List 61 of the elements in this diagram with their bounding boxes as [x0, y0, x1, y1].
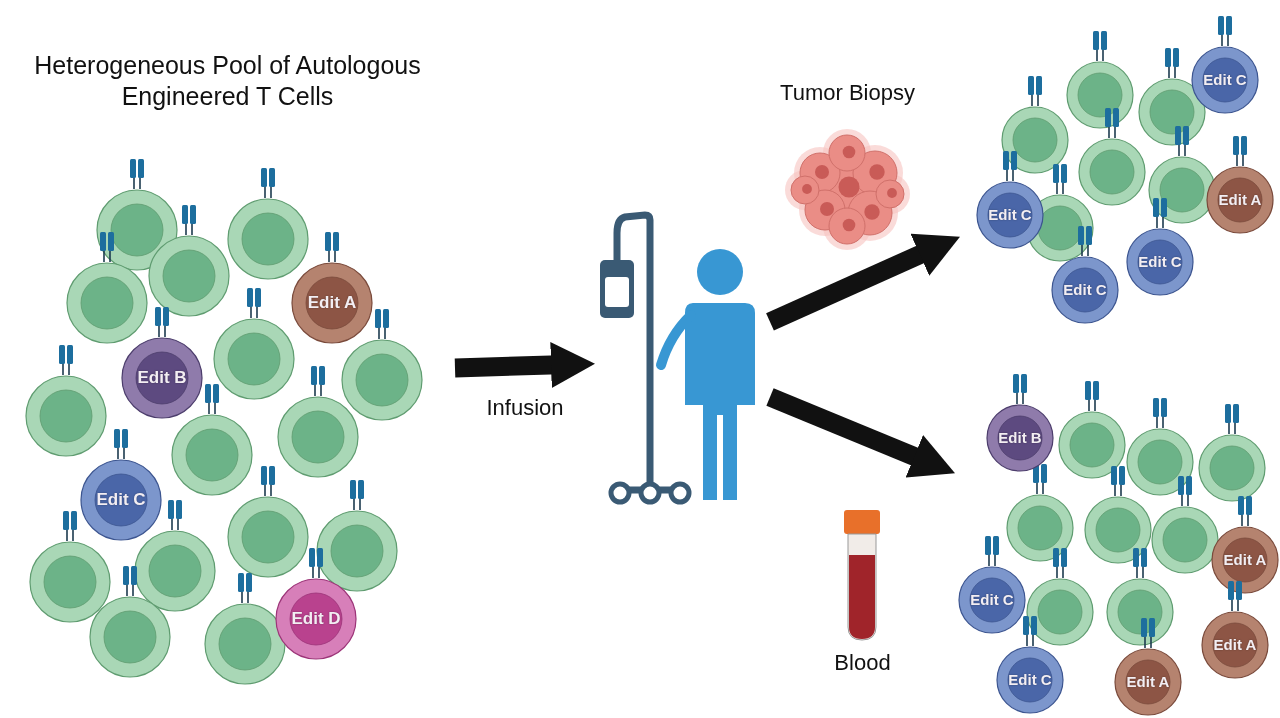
- arrow: [766, 388, 955, 478]
- cell-label: Edit C: [1202, 70, 1248, 90]
- cell-label: Edit A: [1125, 672, 1171, 692]
- cell-label: Edit B: [136, 368, 188, 388]
- t-cell: [227, 168, 309, 280]
- t-cell: [171, 384, 253, 496]
- cell-label: Edit A: [1212, 635, 1258, 655]
- t-cell: [213, 288, 295, 400]
- t-cell: [277, 366, 359, 478]
- t-cell: [341, 309, 423, 421]
- t-cell: [227, 466, 309, 578]
- t-cell: [1211, 496, 1279, 594]
- t-cell: [89, 566, 171, 678]
- t-cell: [291, 232, 373, 344]
- cell-label: Edit A: [1217, 190, 1263, 210]
- t-cell: [1201, 581, 1269, 679]
- t-cell: [986, 374, 1054, 472]
- t-cell: [1206, 136, 1274, 234]
- cell-label: Edit A: [306, 293, 358, 313]
- t-cell: [275, 548, 357, 660]
- t-cell: [1198, 404, 1266, 502]
- cell-label: Edit C: [1007, 670, 1053, 690]
- t-cell: [1066, 31, 1134, 129]
- t-cell: [1191, 16, 1259, 114]
- t-cell: [1114, 618, 1182, 716]
- t-cell: [1138, 48, 1206, 146]
- arrow: [454, 342, 595, 389]
- t-cell: [1084, 466, 1152, 564]
- t-cell: [148, 205, 230, 317]
- t-cell: [996, 616, 1064, 714]
- cell-label: Edit B: [997, 428, 1043, 448]
- cell-label: Edit C: [1137, 252, 1183, 272]
- t-cell: [66, 232, 148, 344]
- t-cell: [1126, 198, 1194, 296]
- t-cell: [29, 511, 111, 623]
- t-cell: [1026, 548, 1094, 646]
- cell-label: Edit C: [1062, 280, 1108, 300]
- image-caption: Blood: [833, 650, 892, 676]
- arrow: [766, 233, 960, 331]
- t-cell: [958, 536, 1026, 634]
- cell-label: Edit C: [95, 490, 147, 510]
- cell-label: Edit A: [1222, 550, 1268, 570]
- t-cell: [316, 480, 398, 592]
- t-cell: [1078, 108, 1146, 206]
- t-cell: [25, 345, 107, 457]
- cell-label: Edit D: [290, 609, 342, 629]
- t-cell: [1106, 548, 1174, 646]
- t-cell: [1058, 381, 1126, 479]
- t-cell: [1151, 476, 1219, 574]
- cell-label: Edit C: [987, 205, 1033, 225]
- t-cell: [204, 573, 286, 685]
- t-cell: [121, 307, 203, 419]
- pool-heading: Heterogeneous Pool of Autologous Engineered T Cells: [33, 50, 422, 112]
- t-cell: [80, 429, 162, 541]
- t-cell: [976, 151, 1044, 249]
- t-cell: [1001, 76, 1069, 174]
- image-caption: Tumor Biopsy: [779, 80, 916, 106]
- t-cell: [1051, 226, 1119, 324]
- t-cell: [1006, 464, 1074, 562]
- cell-label: Edit C: [969, 590, 1015, 610]
- t-cell: [1126, 398, 1194, 496]
